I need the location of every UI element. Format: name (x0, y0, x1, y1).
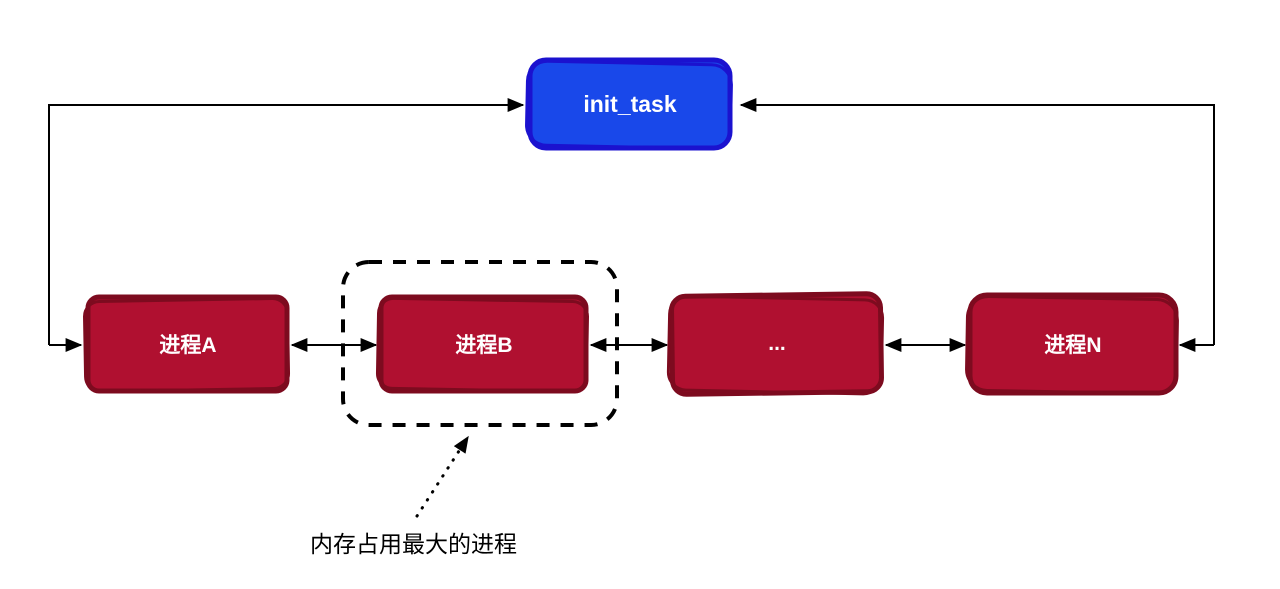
annotation-label: 内存占用最大的进程 (310, 531, 517, 557)
node-process-n-label: 进程N (1044, 334, 1101, 357)
edge-process-n-to-init-upper (739, 98, 1215, 345)
highlight-dashed-region (341, 260, 619, 427)
node-init-task-label: init_task (583, 91, 677, 117)
node-init-task: init_task (525, 57, 733, 151)
node-process-a-label: 进程A (159, 334, 216, 357)
node-process-dots-label: ... (768, 332, 786, 355)
edge-init-to-process-a-upper (48, 98, 525, 345)
node-process-dots: ... (666, 291, 885, 397)
node-process-dots-sketch-stroke (666, 294, 885, 396)
node-process-b-sketch-stroke (375, 296, 589, 394)
node-process-a: 进程A (83, 294, 291, 394)
node-process-n: 进程N (965, 292, 1179, 396)
annotation-dotted-arrow (415, 435, 470, 518)
node-process-n-sketch-stroke (965, 295, 1179, 395)
node-process-b-label: 进程B (455, 334, 512, 357)
node-process-a-sketch-stroke (83, 297, 291, 394)
node-process-b: 进程B (375, 294, 589, 394)
node-init-task-sketch-stroke (525, 59, 733, 151)
